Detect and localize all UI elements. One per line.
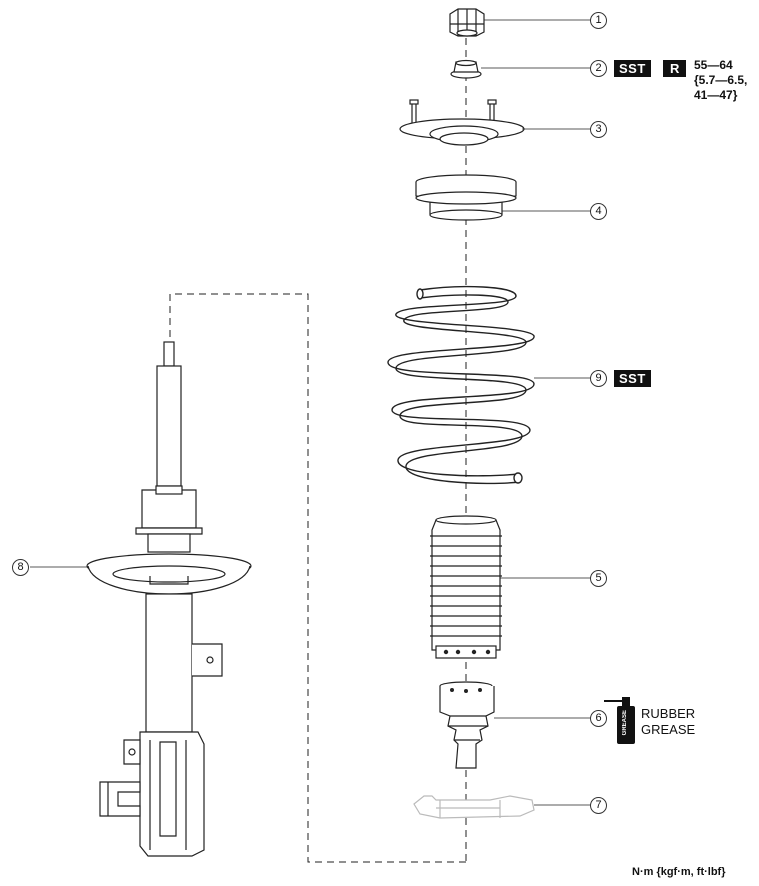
lower-insulator-part (413, 795, 535, 819)
callout-3: 3 (590, 121, 607, 138)
r-badge-item-2: R (663, 60, 687, 77)
bound-stopper-part (439, 681, 495, 769)
callout-2: 2 (590, 60, 607, 77)
grease-can-icon (604, 697, 635, 744)
lock-nut-part (449, 8, 485, 37)
torque-spec-line-1: 55—64 (694, 58, 733, 72)
grease-label-line-1: RUBBER (641, 706, 696, 721)
upper-spring-seat-part (415, 174, 517, 221)
torque-spec-line-2: {5.7—6.5, (694, 73, 748, 87)
torque-spec-line-3: 41—47} (694, 88, 738, 102)
assembly-path-line (169, 293, 466, 863)
grease-label-line-2: GREASE (641, 722, 696, 737)
sst-badge-item-2: SST (614, 60, 651, 77)
callout-9: 9 (590, 370, 607, 387)
dust-boot-part (430, 515, 502, 659)
torque-units-note: N·m {kgf·m, ft·lbf} (632, 866, 726, 878)
coil-spring-part (387, 285, 535, 485)
callout-4: 4 (590, 203, 607, 220)
callout-7: 7 (590, 797, 607, 814)
callout-8: 8 (12, 559, 29, 576)
callout-5: 5 (590, 570, 607, 587)
shock-absorber-part (86, 341, 252, 857)
grease-can-label: GREASE (622, 710, 628, 736)
callout-1: 1 (590, 12, 607, 29)
sst-badge-item-9: SST (614, 370, 651, 387)
strut-mount-part (399, 99, 525, 146)
flange-nut-part (450, 59, 482, 79)
callout-6: 6 (590, 710, 607, 727)
